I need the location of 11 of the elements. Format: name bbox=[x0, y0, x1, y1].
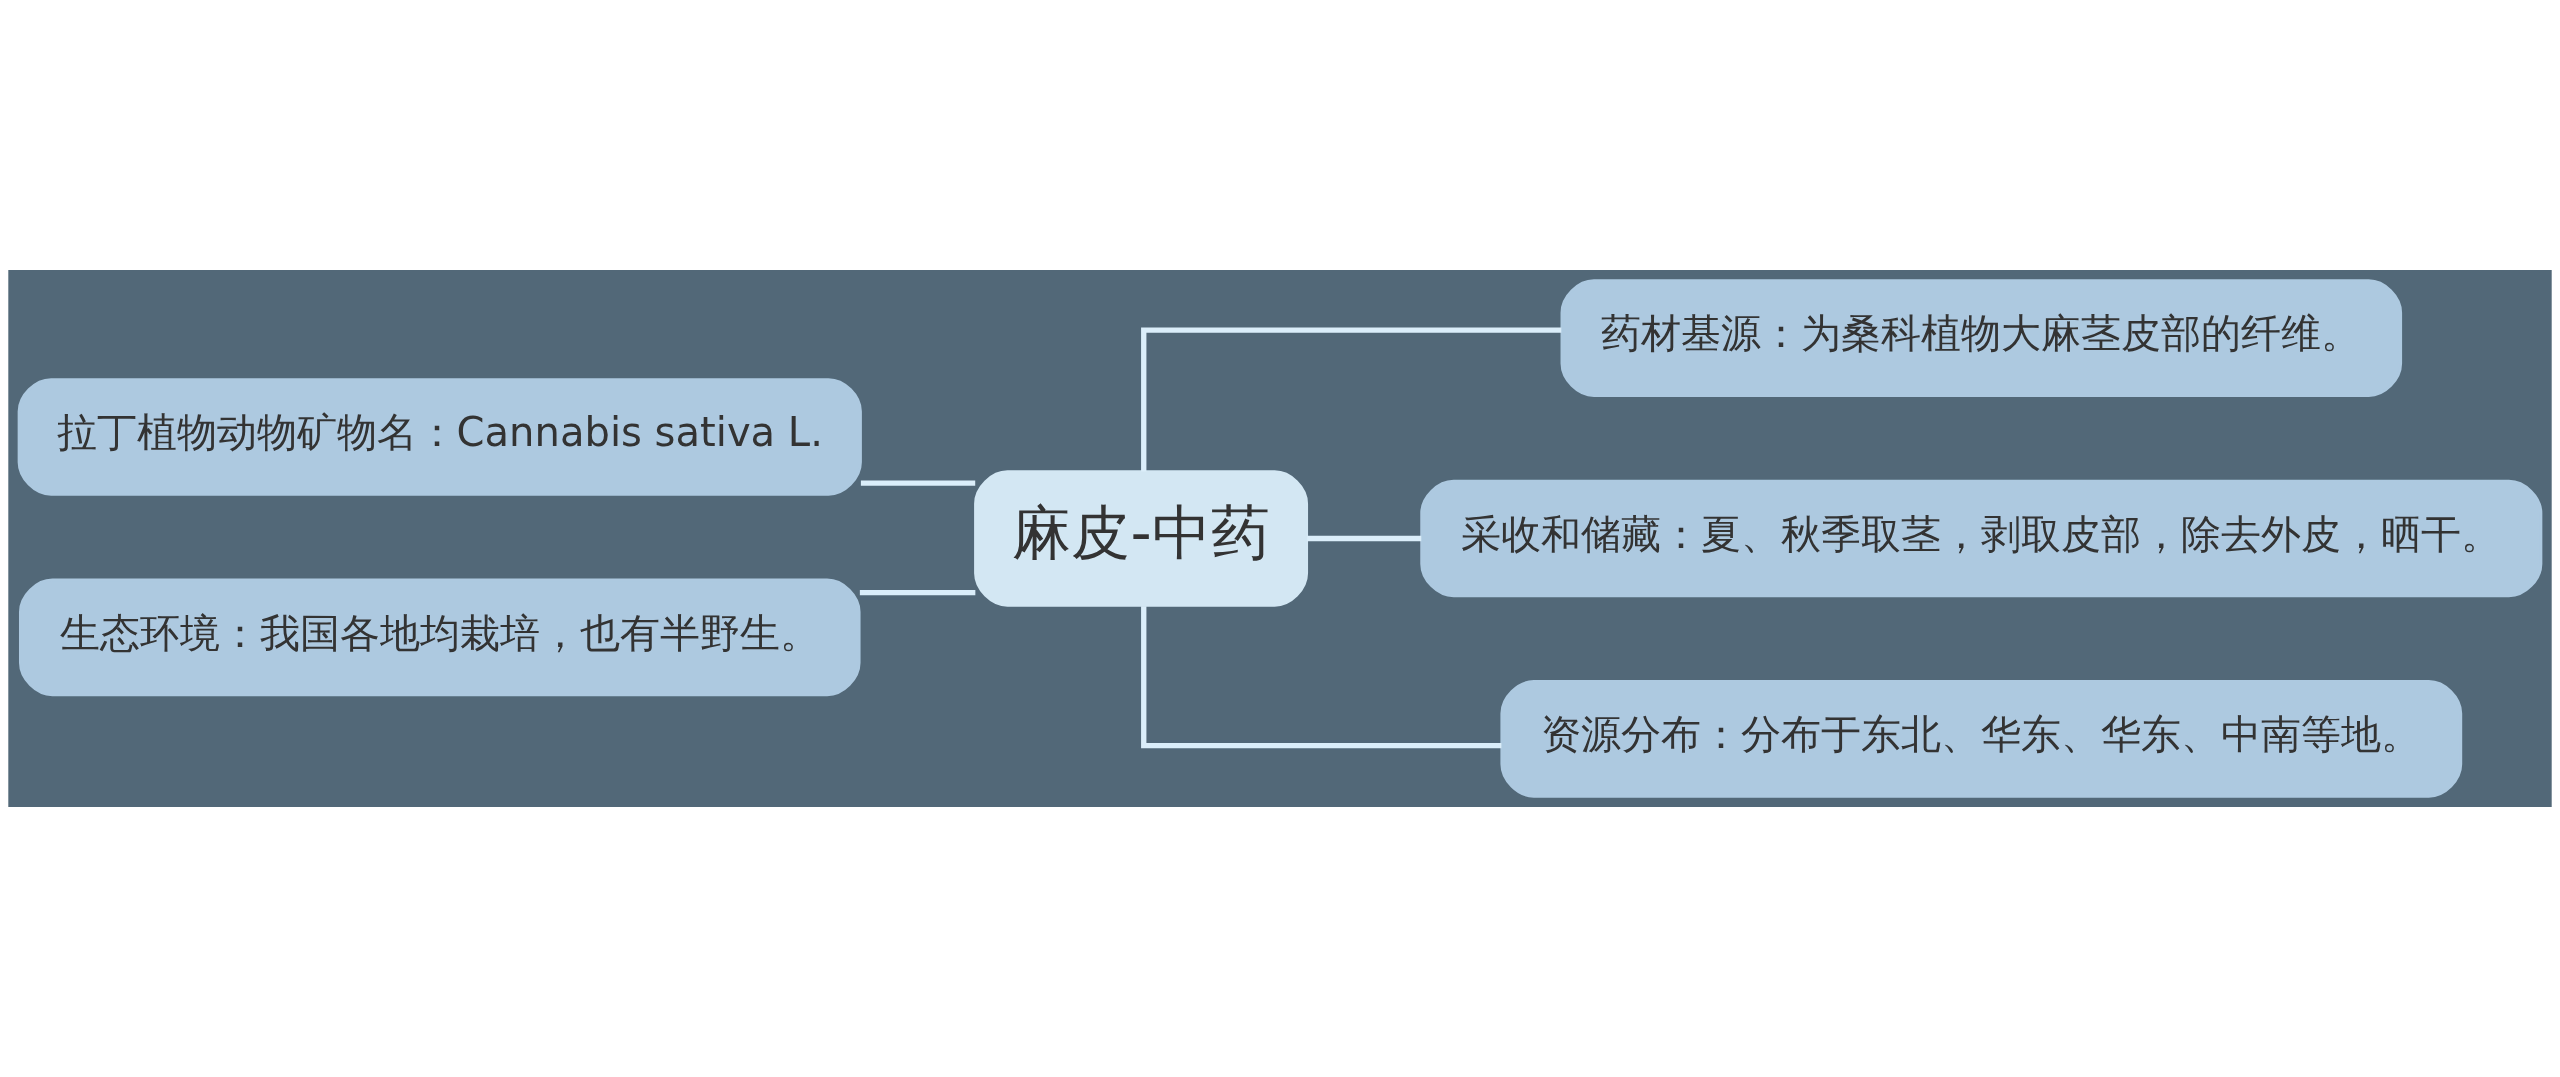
node-box: 药材基源：为桑科植物大麻茎皮部的纤维。 bbox=[1560, 279, 2403, 397]
connector bbox=[1307, 535, 1422, 542]
connector bbox=[859, 589, 976, 596]
connector bbox=[860, 480, 976, 486]
connector bbox=[1141, 327, 1562, 472]
node-box: 生态环境：我国各地均栽培，也有半野生。 bbox=[19, 578, 861, 697]
node-box: 资源分布：分布于东北、华东、华东、中南等地。 bbox=[1500, 680, 2463, 798]
node-box: 麻皮-中药 bbox=[974, 470, 1309, 607]
node-box: 拉丁植物动物矿物名：Cannabis sativa L. bbox=[17, 378, 862, 496]
node-box: 采收和储藏：夏、秋季取茎，剥取皮部，除去外皮，晒干。 bbox=[1420, 479, 2543, 598]
connector bbox=[1141, 606, 1502, 749]
